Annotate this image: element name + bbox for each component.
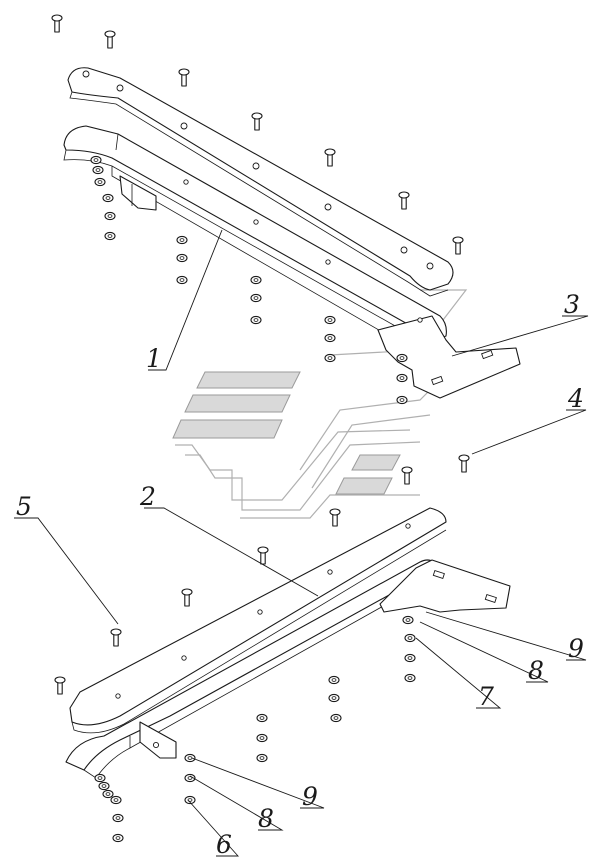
nut-icon [94, 177, 106, 187]
nut-icon [404, 653, 416, 663]
nut-icon [250, 293, 262, 303]
callout-1: 1 [146, 344, 162, 373]
nut-icon [324, 315, 336, 325]
nut-icon [328, 693, 340, 703]
screw-icon [181, 588, 193, 607]
nut-icon [92, 165, 104, 175]
nut-icon [396, 395, 408, 405]
nut-icon [184, 753, 196, 763]
nut-icon [402, 615, 414, 625]
mounting-plate-3 [377, 315, 521, 399]
screw-icon [324, 148, 336, 167]
nut-icon [112, 813, 124, 823]
callout-4: 4 [567, 384, 584, 413]
nut-icon [176, 253, 188, 263]
nut-icon [330, 713, 342, 723]
screw-icon [251, 112, 263, 131]
nut-icon [176, 235, 188, 245]
screws-group [51, 14, 470, 695]
watermark-logo [172, 289, 468, 519]
screw-icon [104, 30, 116, 49]
nut-icon [404, 633, 416, 643]
nuts-group [90, 155, 416, 843]
callout-8-right: 8 [528, 656, 544, 685]
nut-icon [256, 713, 268, 723]
nut-icon [104, 231, 116, 241]
nut-icon [102, 789, 114, 799]
nut-icon [184, 773, 196, 783]
nut-icon [404, 673, 416, 683]
screw-icon [452, 236, 464, 255]
callout-7: 7 [478, 682, 494, 711]
screw-icon [458, 454, 470, 473]
callout-8-bottom: 8 [258, 804, 274, 833]
callout-2: 2 [139, 482, 156, 511]
screw-icon [329, 508, 341, 527]
leader-lines [14, 229, 589, 857]
nut-icon [104, 211, 116, 221]
screw-icon [54, 676, 66, 695]
nut-icon [176, 275, 188, 285]
nut-icon [396, 373, 408, 383]
nut-icon [94, 773, 106, 783]
nut-icon [256, 733, 268, 743]
nut-icon [328, 675, 340, 685]
nut-icon [256, 753, 268, 763]
callout-6: 6 [216, 830, 232, 859]
nut-icon [250, 275, 262, 285]
bracket-upper [63, 67, 454, 353]
nut-icon [324, 333, 336, 343]
screw-icon [398, 191, 410, 210]
callout-3: 3 [564, 290, 580, 319]
nut-icon [396, 353, 408, 363]
bracket-lower [65, 507, 511, 779]
nut-icon [102, 193, 114, 203]
callout-5: 5 [16, 492, 32, 521]
callout-9-bottom: 9 [302, 782, 318, 811]
nut-icon [250, 315, 262, 325]
screw-icon [401, 466, 413, 485]
nut-icon [90, 155, 102, 165]
screw-icon [178, 68, 190, 87]
nut-icon [110, 795, 122, 805]
screw-icon [110, 628, 122, 647]
nut-icon [112, 833, 124, 843]
screw-icon [257, 546, 269, 565]
screw-icon [51, 14, 63, 33]
callout-labels: 1 2 3 4 5 6 7 8 8 9 9 [16, 290, 584, 859]
nut-icon [98, 781, 110, 791]
callout-9-right: 9 [568, 634, 584, 663]
nut-icon [324, 353, 336, 363]
